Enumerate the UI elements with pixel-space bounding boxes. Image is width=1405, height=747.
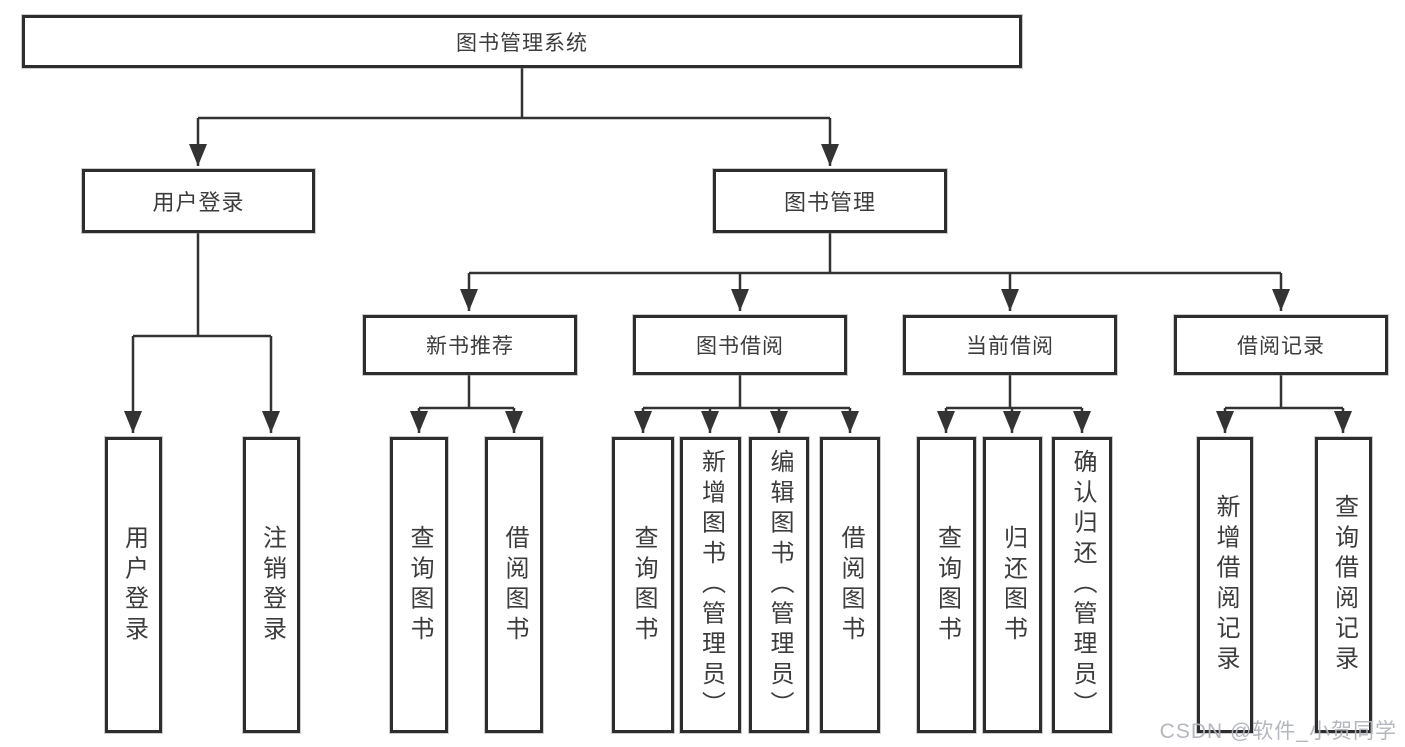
- leaf-label: 用户登录: [120, 524, 148, 646]
- node-new-book-recommend: 新书推荐: [363, 315, 577, 375]
- leaf-label: 查询借阅记录: [1330, 494, 1358, 676]
- leaf-user-login: 用户登录: [105, 437, 162, 733]
- node-label: 新书推荐: [426, 335, 514, 358]
- leaf-label: 查询图书: [933, 524, 961, 646]
- node-label: 当前借阅: [966, 335, 1054, 358]
- leaf-label: 注销登录: [258, 524, 286, 646]
- node-label: 用户登录: [152, 190, 245, 215]
- leaf-return-books: 归还图书: [983, 437, 1042, 733]
- leaf-label: 归还图书: [999, 524, 1027, 646]
- node-user-login: 用户登录: [82, 169, 315, 233]
- leaf-label: 新增借阅记录: [1212, 494, 1239, 676]
- leaf-add-books-admin: 新增图书（管理员）: [680, 437, 741, 733]
- leaf-add-borrow-record: 新增借阅记录: [1197, 437, 1253, 733]
- node-borrow-records: 借阅记录: [1174, 315, 1388, 375]
- node-library-system-root: 图书管理系统: [22, 15, 1022, 68]
- node-label: 图书管理系统: [456, 31, 588, 55]
- leaf-label: 借阅图书: [501, 524, 528, 646]
- leaf-label: 查询图书: [630, 524, 657, 646]
- leaf-label: 查询图书: [406, 524, 433, 646]
- leaf-query-books-recommend: 查询图书: [390, 437, 448, 733]
- leaf-label: 新增图书（管理员）: [697, 448, 725, 722]
- node-book-borrowing: 图书借阅: [633, 315, 847, 375]
- leaf-query-books-borrowing: 查询图书: [612, 437, 674, 733]
- leaf-logout: 注销登录: [243, 437, 300, 733]
- leaf-confirm-return-admin: 确认归还（管理员）: [1052, 437, 1112, 733]
- node-book-management: 图书管理: [713, 169, 947, 233]
- leaf-label: 借阅图书: [837, 524, 864, 646]
- node-label: 图书借阅: [696, 335, 784, 358]
- node-label: 借阅记录: [1237, 335, 1325, 358]
- node-label: 图书管理: [783, 190, 876, 215]
- leaf-borrow-books: 借阅图书: [820, 437, 880, 733]
- leaf-label: 编辑图书（管理员）: [766, 448, 793, 722]
- leaf-query-borrow-record: 查询借阅记录: [1315, 437, 1372, 733]
- leaf-label: 确认归还（管理员）: [1069, 448, 1096, 722]
- node-current-borrowing: 当前借阅: [903, 315, 1117, 375]
- leaf-query-books-current: 查询图书: [917, 437, 976, 733]
- leaf-borrow-books-recommend: 借阅图书: [485, 437, 543, 733]
- leaf-edit-books-admin: 编辑图书（管理员）: [749, 437, 809, 733]
